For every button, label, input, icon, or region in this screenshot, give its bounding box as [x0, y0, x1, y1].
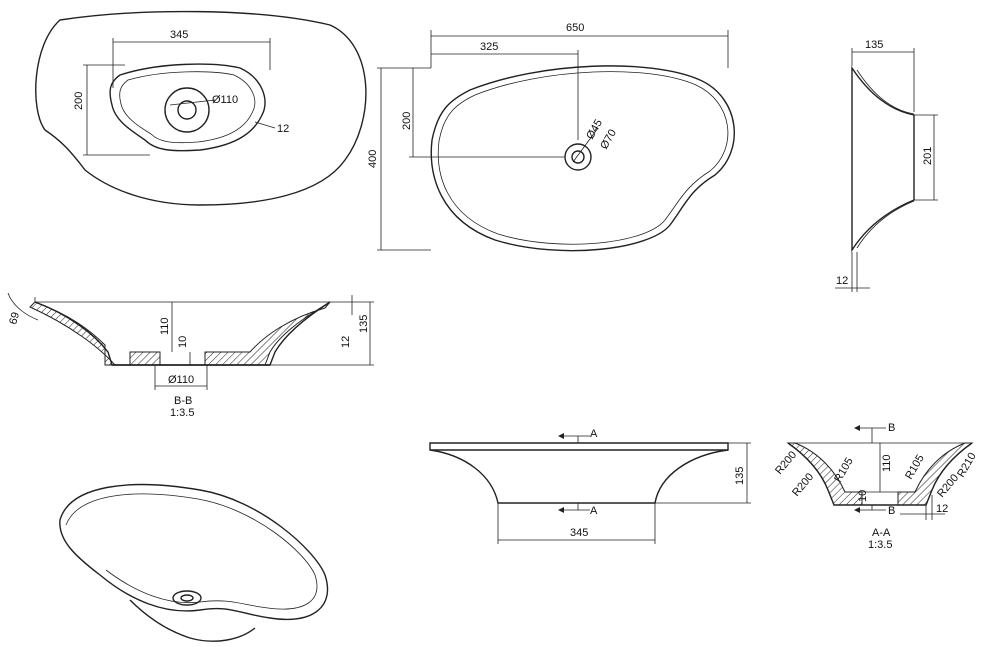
dim-total: 650 — [566, 22, 584, 34]
side-view-right: 135 201 12 — [835, 39, 938, 292]
dim-depth: 110 — [881, 454, 893, 472]
section-title: B-B — [174, 395, 192, 407]
dim-hole-large: Ø70 — [598, 127, 619, 151]
dim-wall: 12 — [277, 123, 289, 135]
section-bb: 69 110 10 135 12 Ø110 B-B 1:3.5 — [7, 292, 374, 419]
dim-height: 200 — [73, 92, 85, 110]
radius-r200-a: R200 — [773, 449, 799, 477]
marker-top: A — [590, 428, 598, 440]
dim-half: 325 — [480, 41, 498, 53]
front-view: A A 135 345 — [429, 428, 751, 544]
top-view-center: 650 325 400 200 Ø45 Ø70 — [367, 22, 735, 252]
marker-top: B — [888, 422, 895, 434]
dim-height: 201 — [922, 147, 934, 165]
dim-total: 135 — [358, 315, 370, 333]
marker-bottom: B — [888, 505, 895, 517]
dim-rim: 12 — [340, 336, 352, 348]
dim-width: 345 — [170, 29, 188, 41]
dim-base: 10 — [177, 336, 189, 348]
radius-r105-a: R105 — [832, 456, 856, 485]
isometric-view — [59, 483, 329, 642]
dim-angle: 69 — [7, 311, 22, 326]
marker-bottom: A — [590, 505, 598, 517]
dim-height: 400 — [367, 150, 379, 168]
dim-drain: Ø110 — [212, 94, 238, 106]
top-view-left: 345 200 Ø110 12 — [35, 10, 367, 206]
dim-base: 345 — [570, 527, 588, 539]
radius-r210: R210 — [955, 451, 979, 480]
radius-r200-b: R200 — [790, 471, 816, 499]
dim-depth: 110 — [159, 317, 171, 335]
dim-base: 10 — [857, 490, 869, 502]
section-scale: 1:3.5 — [868, 539, 892, 551]
section-scale: 1:3.5 — [170, 407, 194, 419]
dim-top: 135 — [865, 39, 883, 51]
section-title: A-A — [872, 527, 891, 539]
dim-height: 135 — [734, 467, 746, 485]
dim-drain: Ø110 — [168, 374, 194, 386]
dim-inner: 200 — [401, 112, 413, 130]
dim-bottom: 12 — [836, 275, 848, 287]
section-aa: B B R200 R200 R105 R105 R210 R200 110 10… — [773, 422, 979, 551]
dim-rim: 12 — [936, 503, 948, 515]
